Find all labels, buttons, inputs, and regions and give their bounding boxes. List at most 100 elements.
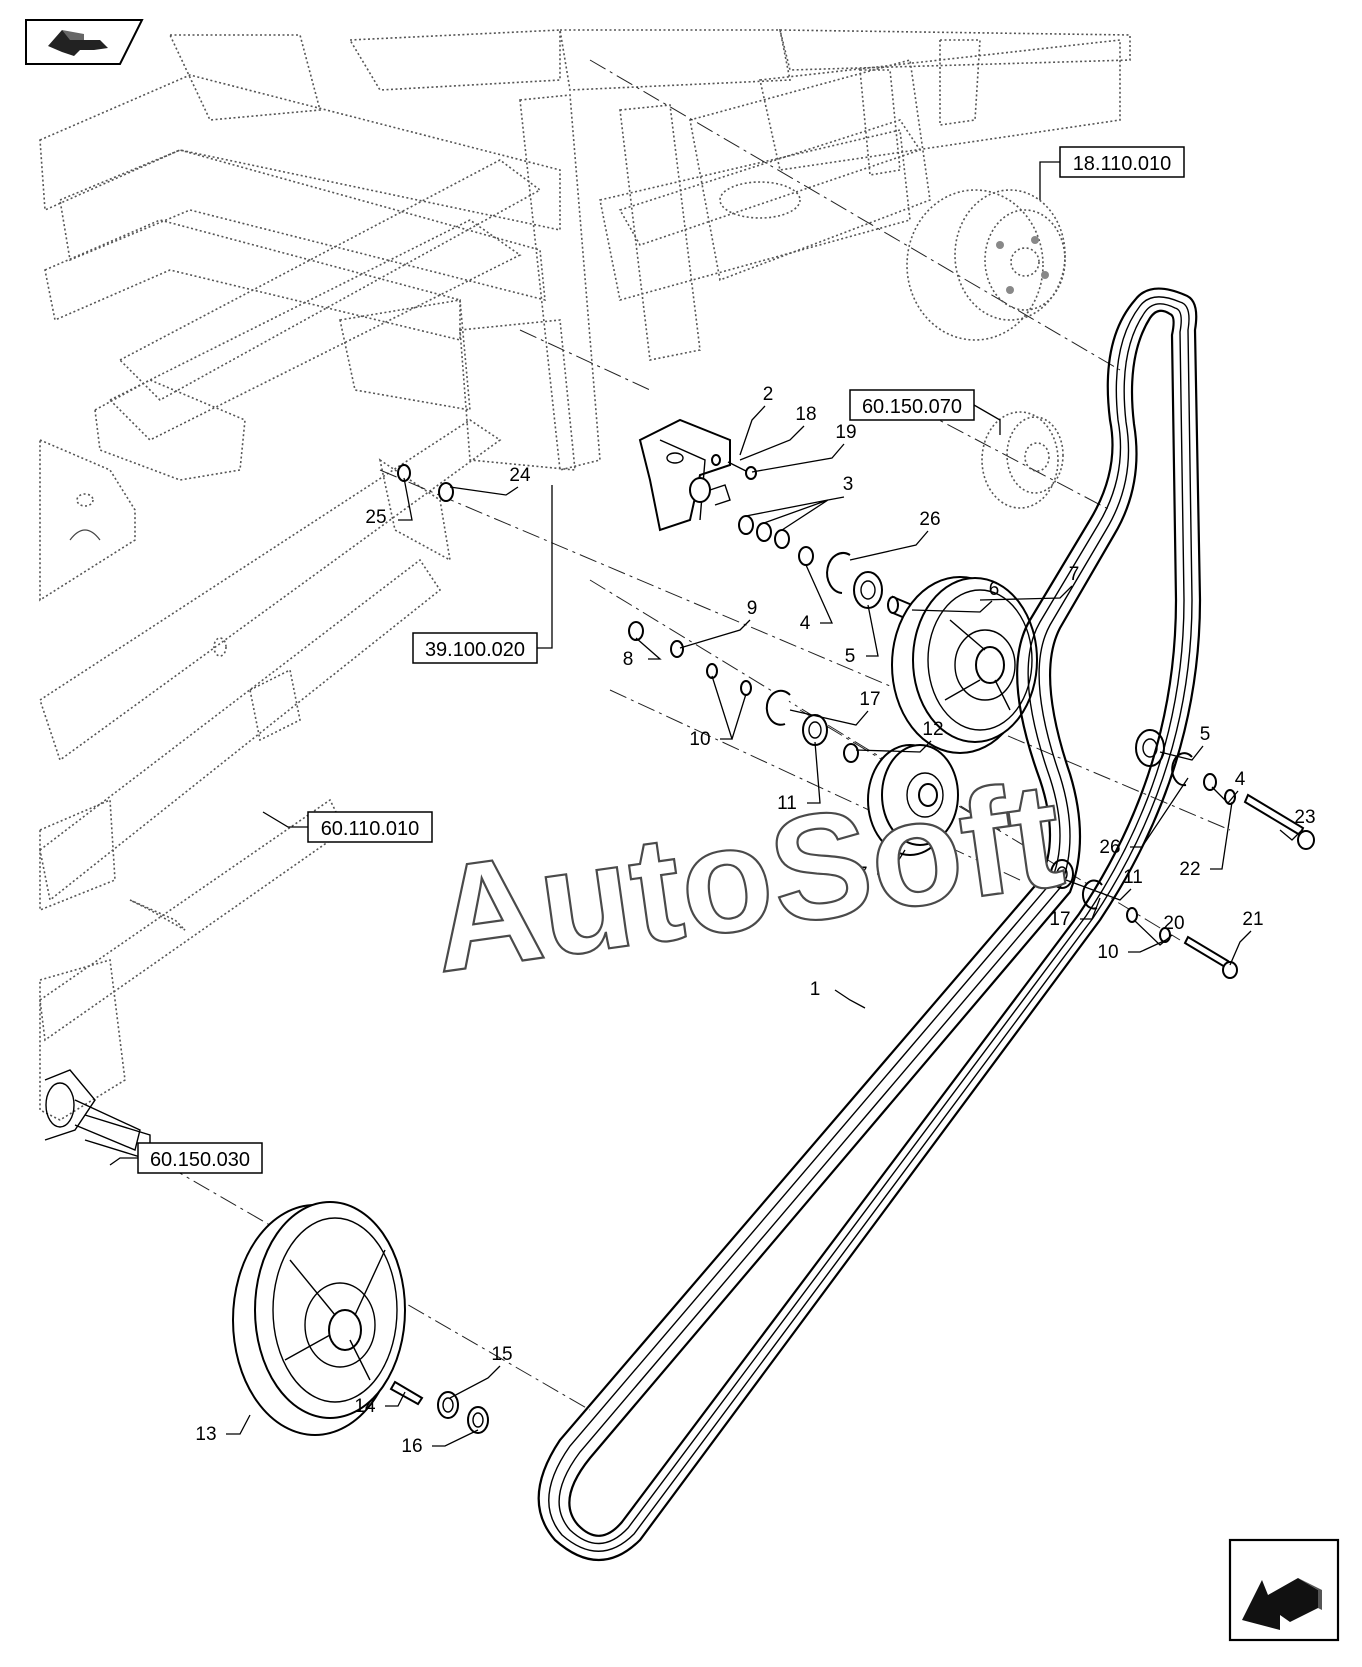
callout-number: 23 <box>1294 807 1315 828</box>
callout-number: 4 <box>1235 769 1246 790</box>
drive-pulley-upper <box>906 189 1066 341</box>
callout-item-23[interactable]: 23 <box>1279 807 1316 841</box>
callout-leader-line <box>679 619 751 649</box>
callout-number: 14 <box>354 1396 376 1417</box>
reference-label: 60.150.030 <box>150 1149 250 1171</box>
callout-number: 26 <box>919 509 940 530</box>
callout-leader-line <box>849 530 929 561</box>
callout-leader-line <box>226 1414 251 1435</box>
callout-number: 10 <box>689 729 710 750</box>
callout-item-25[interactable]: 25 <box>365 477 413 528</box>
idler-pulley-7 <box>891 576 1038 754</box>
callout-item-1[interactable]: 1 <box>810 979 866 1009</box>
callout-number: 16 <box>401 1436 422 1457</box>
callout-item-6[interactable]: 6 <box>911 579 999 613</box>
callout-leader-line <box>739 405 766 456</box>
callout-leader-line <box>1130 777 1189 848</box>
callout-leader-line <box>855 740 932 753</box>
chassis-frame <box>39 29 1131 1151</box>
callout-leader-line <box>745 496 845 531</box>
callout-leader-line <box>805 564 834 624</box>
callout-item-17[interactable]: 17 <box>789 689 881 726</box>
callout-number: 1 <box>810 979 821 1000</box>
callout-number: 17 <box>859 689 880 710</box>
callout-number: 9 <box>747 598 758 619</box>
callout-number: 24 <box>509 465 531 486</box>
callout-item-20[interactable]: 20 <box>1133 913 1185 946</box>
callout-number: 4 <box>800 613 811 634</box>
callout-number: 10 <box>1097 942 1118 963</box>
callout-leader-line <box>751 443 845 473</box>
callout-item-10[interactable]: 10 <box>1097 939 1167 963</box>
callout-item-22[interactable]: 22 <box>1179 801 1233 880</box>
callout-item-17[interactable]: 17 <box>1049 897 1101 930</box>
reference-label: 39.100.020 <box>425 639 525 661</box>
callout-item-5[interactable]: 5 <box>845 604 879 667</box>
callout-number: 21 <box>1242 909 1263 930</box>
reference-box-39-100-020[interactable]: 39.100.020 <box>412 485 553 664</box>
callout-leader-line <box>449 486 519 496</box>
arrow-forward-icon <box>1242 1578 1322 1630</box>
callout-leader-line <box>739 425 805 461</box>
callout-item-19[interactable]: 19 <box>751 422 857 473</box>
callout-leader-line <box>1229 930 1252 966</box>
previous-page-button[interactable] <box>25 19 144 65</box>
callout-item-10[interactable]: 10 <box>689 675 747 750</box>
callout-item-11[interactable]: 11 <box>777 741 821 814</box>
callout-leader-line <box>1210 801 1233 870</box>
callout-leader-line <box>1279 828 1304 841</box>
callout-number: 17 <box>1049 909 1070 930</box>
callout-item-14[interactable]: 14 <box>354 1391 406 1417</box>
callout-item-7[interactable]: 7 <box>979 564 1079 601</box>
callout-item-16[interactable]: 16 <box>401 1429 479 1457</box>
callout-item-4[interactable]: 4 <box>800 564 834 634</box>
reference-box-60-150-070[interactable]: 60.150.070 <box>849 389 1001 435</box>
callout-number: 5 <box>1200 724 1211 745</box>
reference-box-60-110-010[interactable]: 60.110.010 <box>262 811 433 843</box>
next-page-button[interactable] <box>1228 1538 1340 1642</box>
reference-box-18-110-010[interactable]: 18.110.010 <box>1039 146 1185 200</box>
callout-item-18[interactable]: 18 <box>739 404 817 461</box>
callout-item-13[interactable]: 13 <box>195 1414 251 1445</box>
callout-leader-line <box>1133 919 1173 946</box>
callout-number: 5 <box>845 646 856 667</box>
callout-leader-line <box>1065 879 1132 901</box>
arrow-turn-back-icon <box>48 30 108 56</box>
reference-box-60-150-030[interactable]: 60.150.030 <box>109 1142 263 1174</box>
callout-number: 13 <box>195 1424 216 1445</box>
idler-bracket <box>638 418 731 532</box>
callout-item-9[interactable]: 9 <box>679 598 758 649</box>
callout-item-3[interactable]: 3 <box>745 474 853 531</box>
drive-pulley-13 <box>84 1114 406 1436</box>
reference-label: 18.110.010 <box>1073 153 1172 175</box>
callout-item-26[interactable]: 26 <box>1099 777 1189 858</box>
callout-leader-line <box>789 709 869 726</box>
callout-item-26[interactable]: 26 <box>849 509 941 561</box>
callout-leader-line <box>711 675 747 740</box>
callout-item-2[interactable]: 2 <box>739 384 774 456</box>
callout-leader-line <box>398 477 413 521</box>
callout-number: 11 <box>1123 867 1143 888</box>
callout-leader-line <box>1211 786 1239 804</box>
callout-item-11[interactable]: 11 <box>1065 867 1143 901</box>
callout-item-4[interactable]: 4 <box>1211 769 1246 804</box>
callout-number: 22 <box>1179 859 1200 880</box>
callout-item-12[interactable]: 12 <box>855 719 944 753</box>
callout-leader-line <box>877 849 906 875</box>
callout-leader-line <box>385 1391 406 1407</box>
callout-item-27[interactable]: 27 <box>846 849 906 885</box>
callout-number: 26 <box>1099 837 1120 858</box>
callout-number: 2 <box>763 384 774 405</box>
watermark-text: AutoSoft <box>421 749 1071 1003</box>
callout-number: 18 <box>795 404 816 425</box>
callout-item-5[interactable]: 5 <box>1159 724 1211 761</box>
callout-item-24[interactable]: 24 <box>449 465 531 496</box>
callout-number: 8 <box>623 649 634 670</box>
callout-leader-line <box>866 604 879 657</box>
callout-item-8[interactable]: 8 <box>623 637 662 670</box>
callout-leader-line <box>1128 939 1167 953</box>
callout-item-15[interactable]: 15 <box>449 1344 513 1399</box>
callout-item-21[interactable]: 21 <box>1229 909 1264 966</box>
